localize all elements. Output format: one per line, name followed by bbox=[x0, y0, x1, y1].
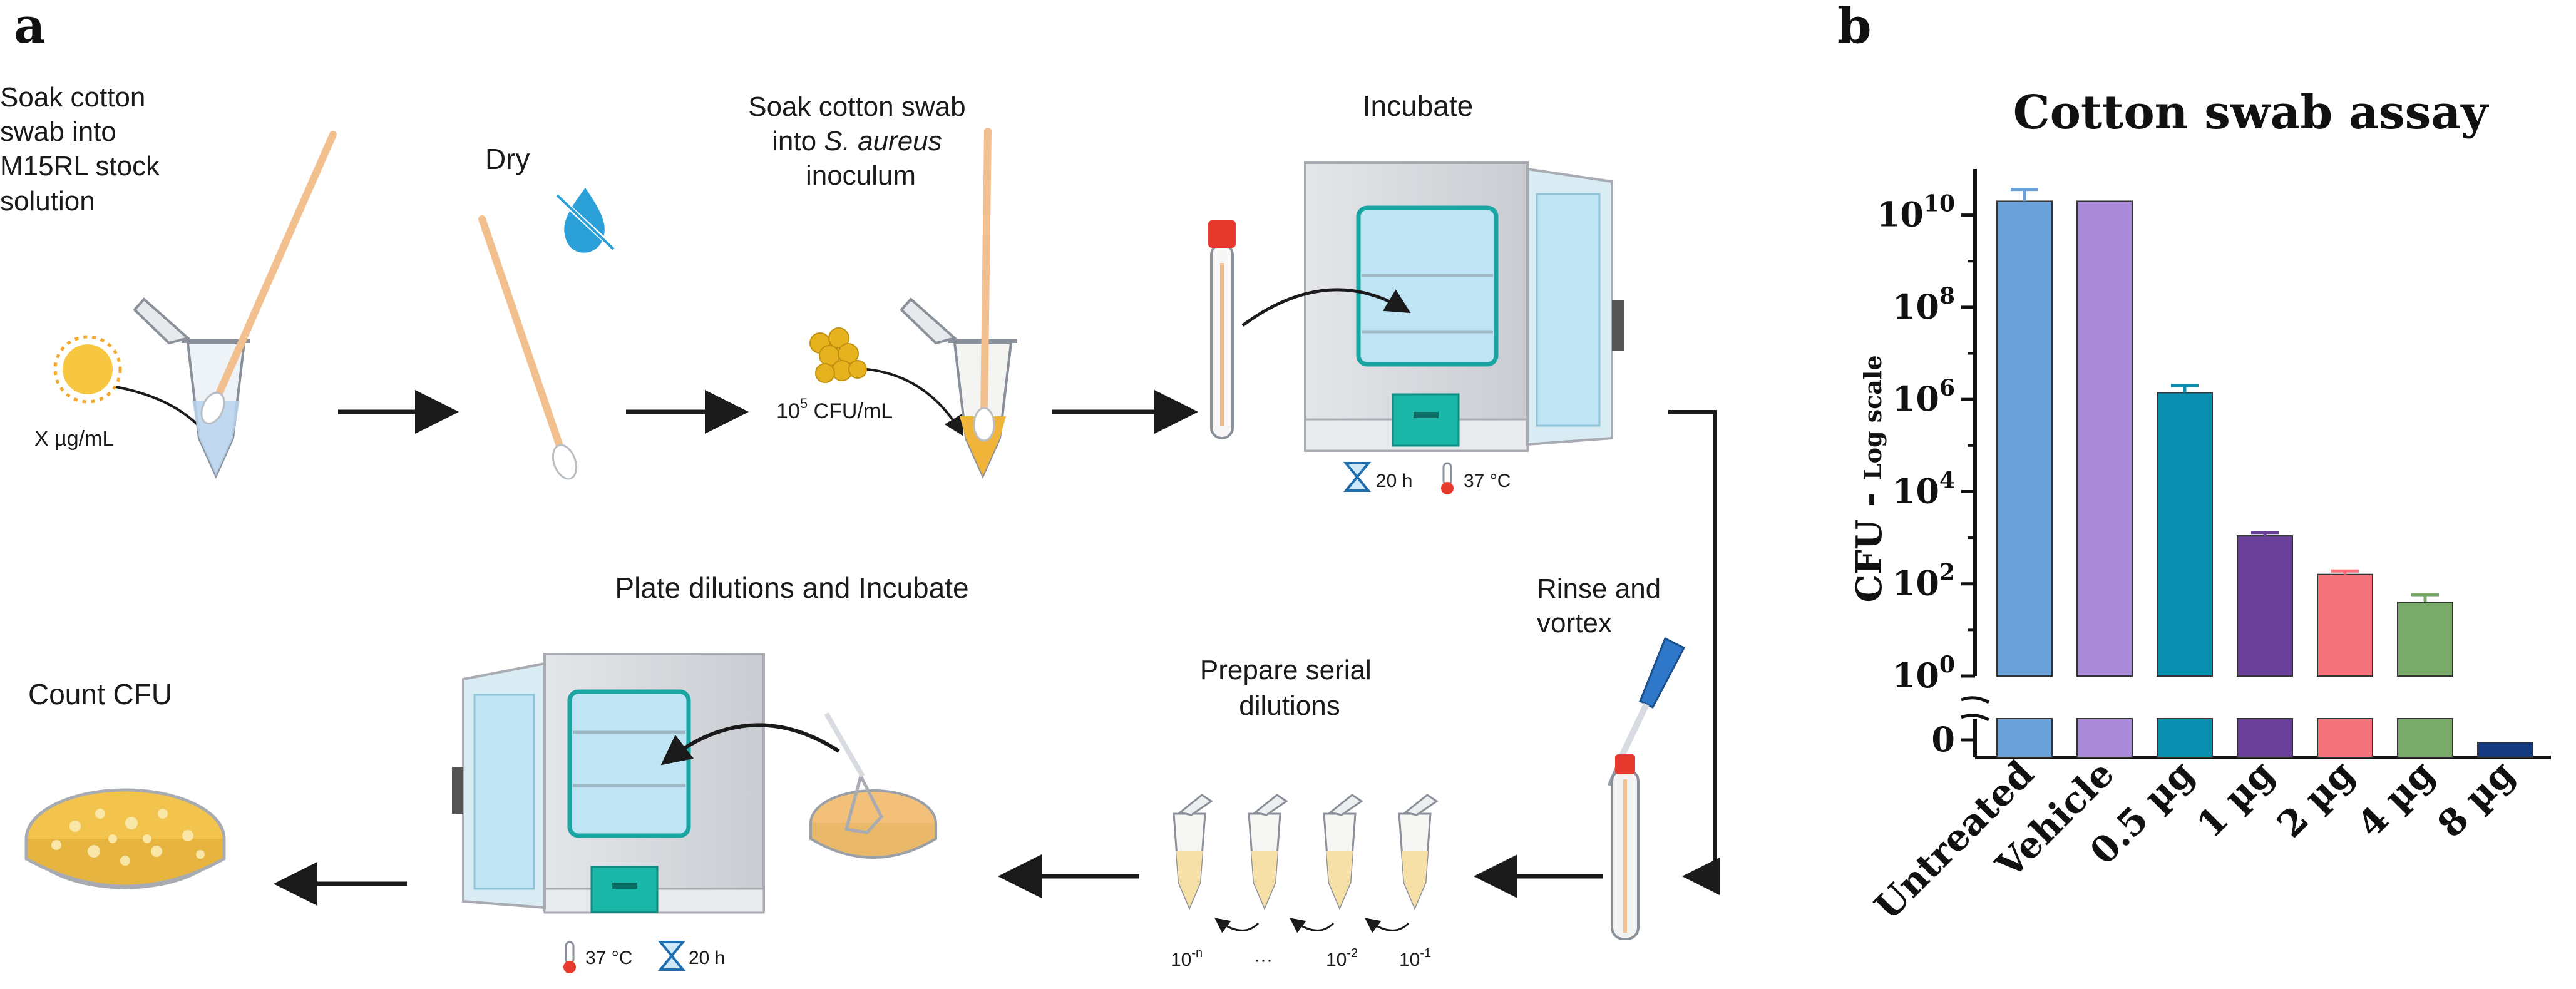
bar-0 bbox=[1996, 200, 2053, 677]
panel-b: b Cotton swab assay CFU - Log scale 1010… bbox=[1837, 0, 2551, 928]
step-soak-stock-label: Soak cotton swab into M15RL stock soluti… bbox=[0, 82, 167, 217]
agar-plate-icon bbox=[809, 712, 937, 859]
x-tick-label-6: 8 µg bbox=[2429, 752, 2523, 846]
bar-5 bbox=[2397, 602, 2453, 677]
bar-3 bbox=[2237, 535, 2293, 677]
arrow-4 bbox=[1668, 410, 1720, 895]
bar-lower-5 bbox=[2397, 718, 2453, 758]
axis-break-mark bbox=[1961, 696, 1990, 704]
axis-break-mark bbox=[1961, 714, 1990, 722]
bar-lower-0 bbox=[1996, 718, 2053, 758]
panel-b-label: b bbox=[1837, 0, 1872, 54]
tube-stock-icon bbox=[133, 297, 250, 479]
incubator-icon bbox=[1304, 161, 1624, 452]
dry-swab-icon bbox=[478, 215, 578, 480]
tube-inoculum-icon bbox=[900, 128, 1017, 479]
concentration-label: X µg/mL bbox=[34, 427, 114, 451]
bar-lower-2 bbox=[2157, 718, 2213, 758]
incubate-temp-label: 37 °C bbox=[1464, 471, 1511, 491]
step-prepare-label: Prepare serial dilutions bbox=[1200, 655, 1379, 721]
y-tick-label-zero: 0 bbox=[1931, 719, 1955, 759]
bar-lower-3 bbox=[2237, 718, 2293, 758]
dilution-4-label: 10-1 bbox=[1399, 946, 1431, 970]
y-tick-label: 108 bbox=[1892, 283, 1955, 327]
y-tick-label: 104 bbox=[1892, 467, 1955, 511]
bar-6 bbox=[2477, 742, 2533, 758]
bar-4 bbox=[2317, 573, 2373, 677]
chart-title: Cotton swab assay bbox=[2013, 86, 2490, 140]
culture-tube-icon bbox=[1208, 220, 1236, 439]
swab-in-tube-icon bbox=[200, 131, 337, 425]
step-rinse-label: Rinse and vortex bbox=[1537, 573, 1668, 638]
plate-to-incubator-arrow bbox=[660, 723, 840, 766]
thermometer-icon bbox=[1441, 462, 1454, 494]
bar-1 bbox=[2076, 200, 2133, 677]
panel-a: a Soak cotton swab into M15RL stock solu… bbox=[0, 0, 1720, 973]
plate-temp-label: 37 °C bbox=[585, 948, 632, 968]
rinse-tube-icon bbox=[1611, 754, 1640, 940]
x-tick-label-5: 4 µg bbox=[2349, 752, 2443, 846]
bar-lower-4 bbox=[2317, 718, 2373, 758]
inoculum-concentration-label: 105 CFU/mL bbox=[776, 396, 893, 423]
step-plate-label: Plate dilutions and Incubate bbox=[615, 571, 968, 604]
y-tick-label: 102 bbox=[1892, 560, 1955, 603]
incubator-2-icon bbox=[452, 653, 765, 914]
pipette-icon bbox=[1607, 637, 1686, 786]
hourglass-2-icon bbox=[657, 941, 686, 971]
tube-to-incubator-arrow bbox=[1241, 288, 1411, 327]
bars bbox=[1996, 200, 2533, 758]
error-bars bbox=[2011, 188, 2439, 603]
sun-icon bbox=[53, 335, 122, 404]
step-count-label: Count CFU bbox=[28, 678, 172, 710]
step-soak-inoculum-label: Soak cotton swab into S. aureus inoculum bbox=[748, 91, 973, 191]
thermometer-2-icon bbox=[563, 941, 576, 973]
y-tick-label: 1010 bbox=[1877, 191, 1955, 235]
step-dry-label: Dry bbox=[485, 143, 530, 175]
y-axis-label: CFU - Log scale bbox=[1849, 355, 1890, 602]
dilution-2-label: ··· bbox=[1254, 950, 1273, 970]
y-tick-label: 100 bbox=[1892, 652, 1955, 695]
x-tick-label-4: 2 µg bbox=[2269, 752, 2363, 846]
incubate-time-label: 20 h bbox=[1376, 471, 1412, 491]
x-tick-label-3: 1 µg bbox=[2189, 752, 2282, 846]
bar-2 bbox=[2157, 392, 2213, 677]
plate-time-label: 20 h bbox=[689, 948, 725, 968]
transfer-arrow-2 bbox=[866, 368, 964, 436]
dilution-tubes-icon bbox=[1173, 794, 1439, 933]
colony-plate-icon bbox=[24, 788, 226, 889]
bar-lower-1 bbox=[2076, 718, 2133, 758]
y-tick-label: 106 bbox=[1892, 375, 1955, 419]
panel-a-label: a bbox=[14, 0, 46, 54]
dilution-1-label: 10-n bbox=[1171, 946, 1203, 970]
bacteria-cluster-icon bbox=[809, 327, 867, 383]
step-incubate-label: Incubate bbox=[1363, 90, 1473, 122]
hourglass-icon bbox=[1343, 462, 1372, 492]
dilution-3-label: 10-2 bbox=[1326, 946, 1358, 970]
no-water-icon bbox=[556, 188, 615, 253]
